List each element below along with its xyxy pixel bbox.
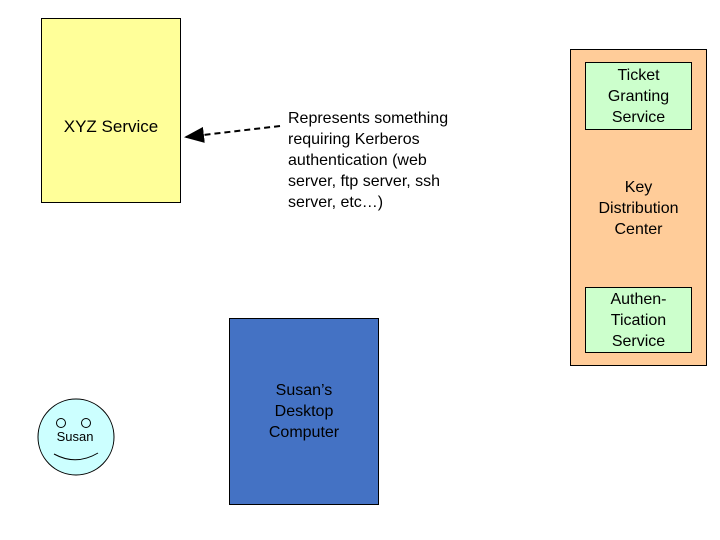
tgs-label-line: Service (611, 108, 666, 126)
desktop-computer-label: Susan’s Desktop Computer (229, 380, 379, 443)
annotation-line: Represents something (288, 110, 449, 127)
kdc-label-line: Distribution (598, 200, 679, 217)
annotation-line: requiring Kerberos (288, 131, 420, 148)
ticket-granting-service-box: Ticket Granting Service (585, 62, 692, 130)
annotation-line: server, ftp server, ssh (288, 173, 441, 190)
xyz-service-label: XYZ Service (63, 117, 159, 136)
tgs-label-line: Granting (607, 87, 670, 105)
desktop-label-line: Desktop (274, 403, 334, 420)
annotation-text: Represents something requiring Kerberos … (288, 108, 488, 213)
desktop-label-line: Susan’s (275, 382, 333, 399)
kdc-label: Key Distribution Center (570, 177, 707, 240)
kdc-label-line: Key (624, 179, 653, 196)
annotation-line: server, etc…) (288, 194, 384, 211)
susan-label: Susan (57, 429, 94, 444)
authentication-service-box: Authen- Tication Service (585, 287, 692, 353)
desktop-computer-box (229, 318, 379, 505)
susan-smiley-icon: Susan (37, 398, 115, 476)
desktop-label-line: Computer (268, 424, 340, 441)
tgs-label-line: Ticket (617, 66, 660, 84)
as-label-line: Tication (610, 311, 667, 329)
as-label-line: Service (611, 332, 666, 350)
as-label-line: Authen- (610, 290, 667, 308)
kdc-label-line: Center (614, 221, 663, 238)
annotation-line: authentication (web (288, 152, 427, 169)
xyz-service-box: XYZ Service (41, 18, 181, 203)
